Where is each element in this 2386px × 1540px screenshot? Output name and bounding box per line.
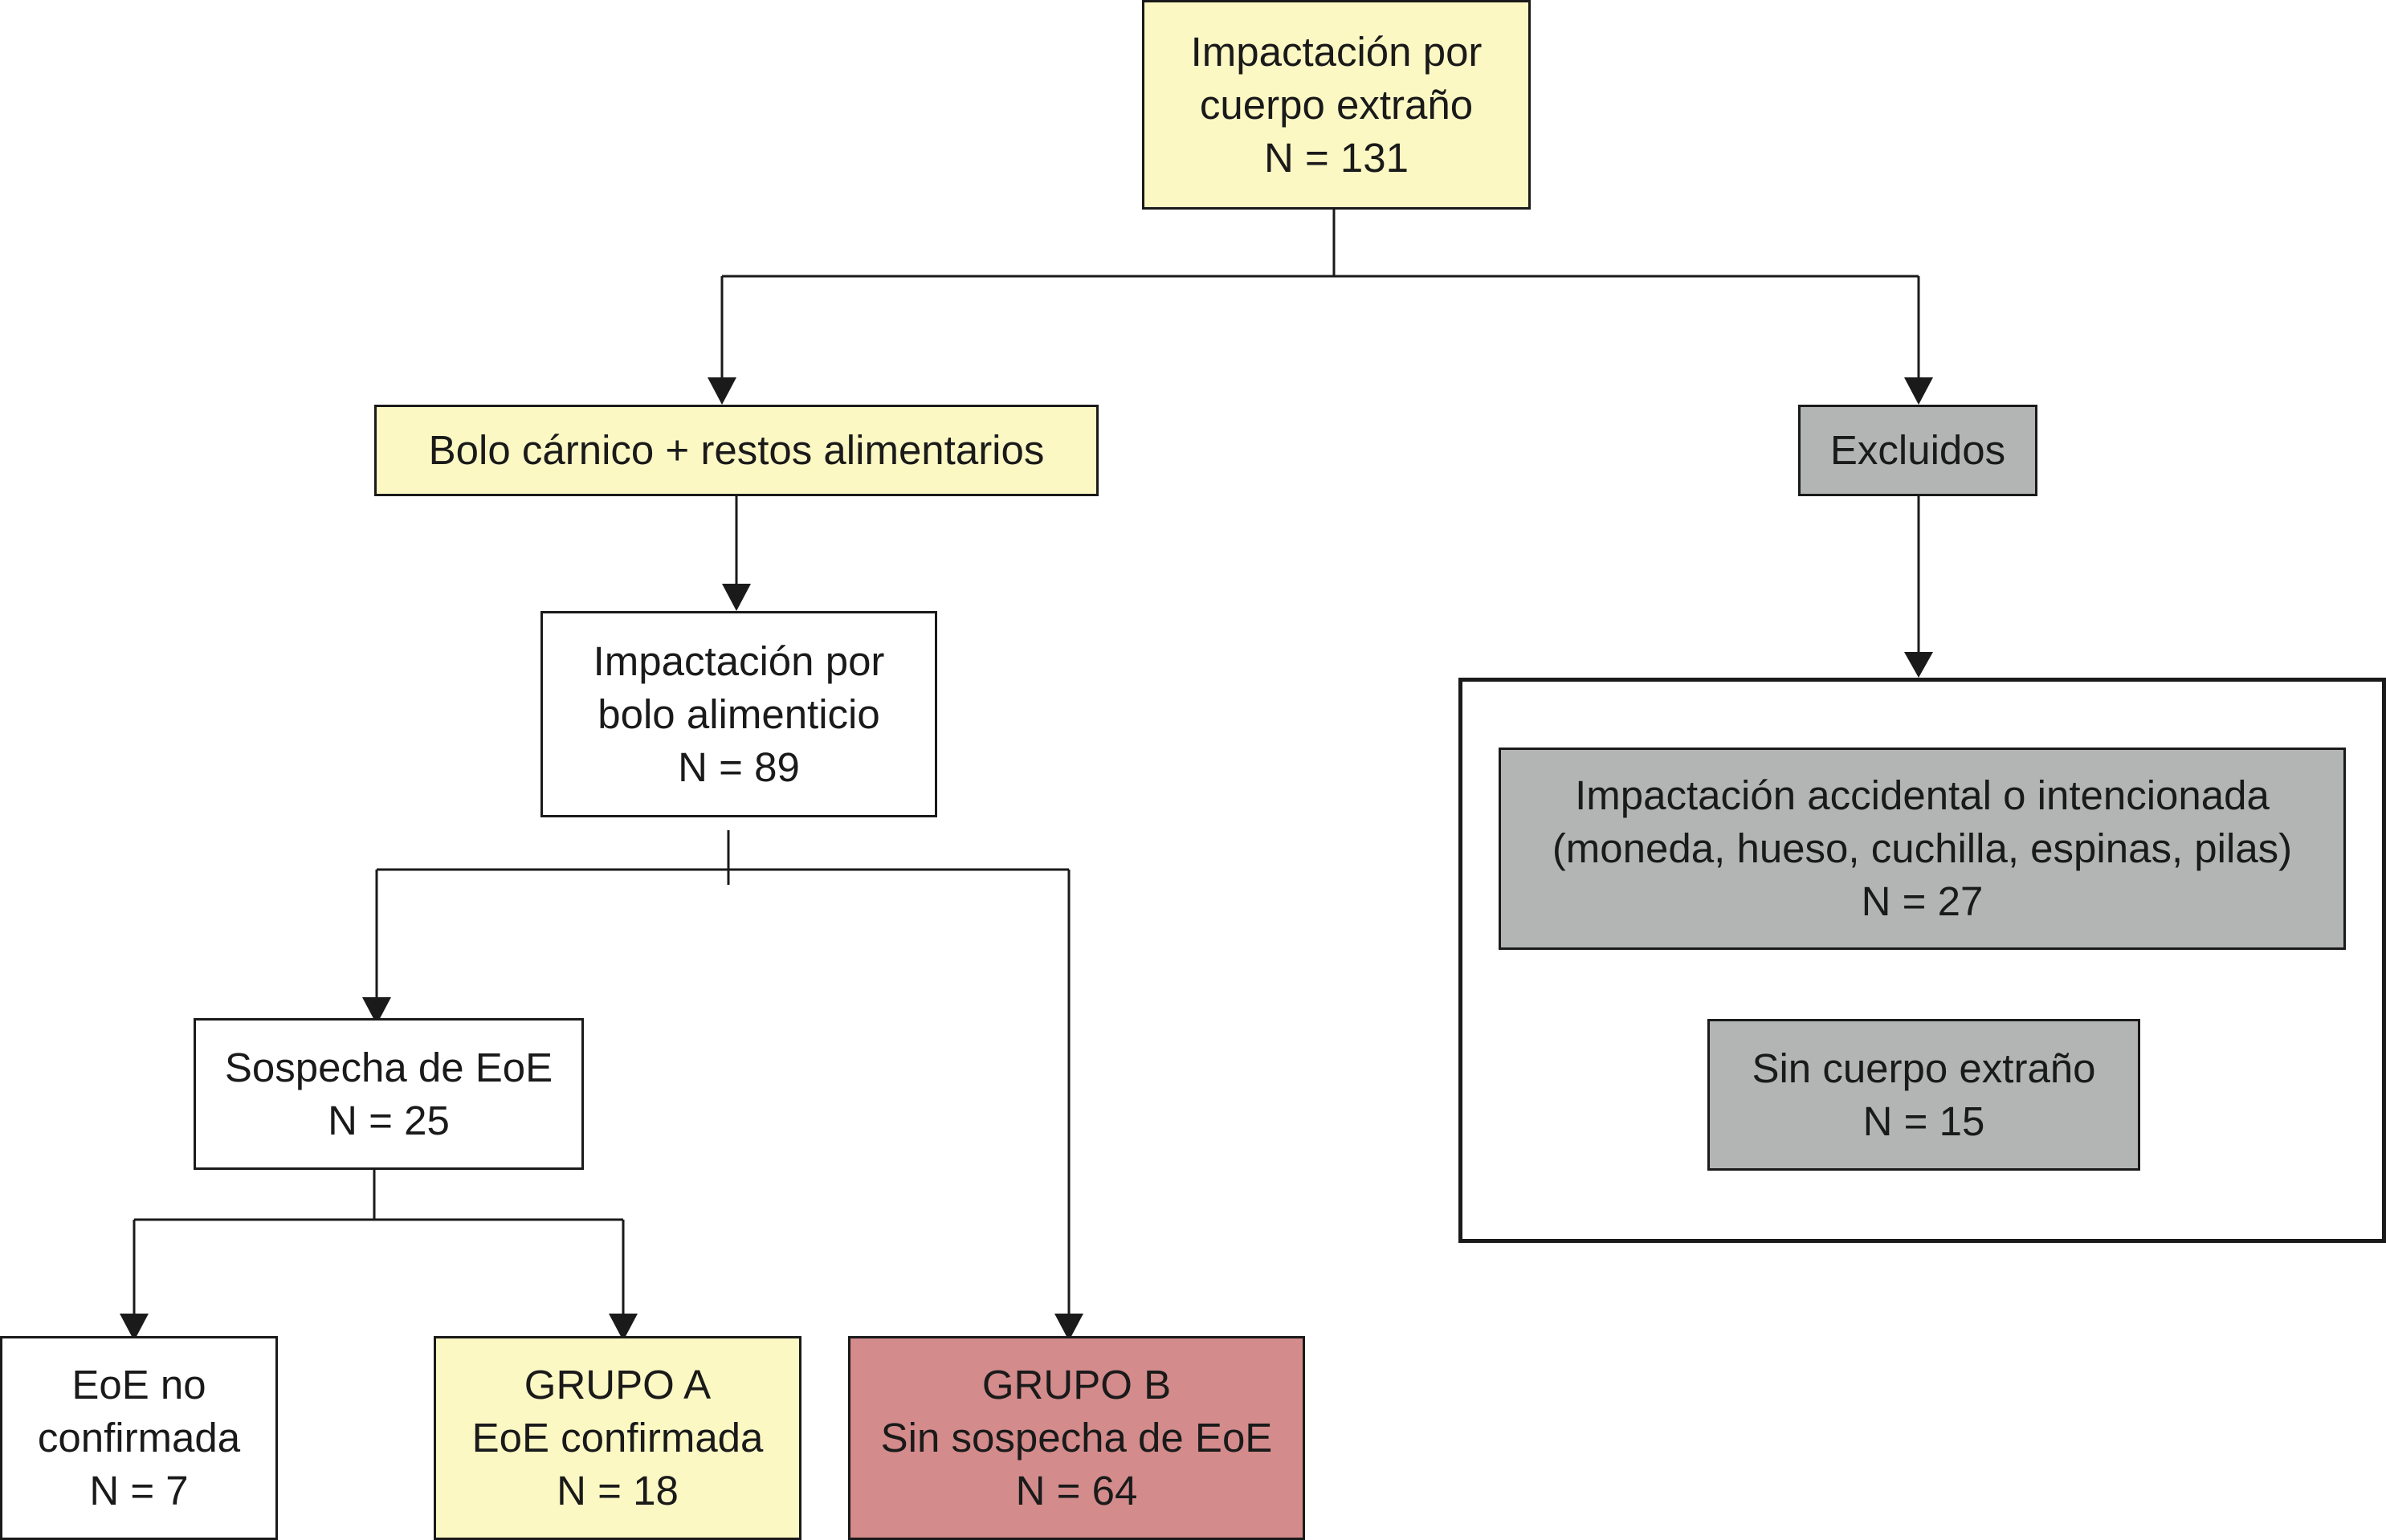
bolo-carnico-line-1: Bolo cárnico + restos alimentarios	[428, 427, 1045, 473]
impactacion-bolo-line-2: bolo alimenticio	[598, 691, 880, 737]
bolo-carnico-node: Bolo cárnico + restos alimentarios	[374, 405, 1099, 496]
grupo-a-line-1: GRUPO A	[524, 1362, 712, 1408]
sin-cuerpo-line-2: N = 15	[1862, 1098, 1985, 1144]
eoe-no-confirmada-line-3: N = 7	[89, 1468, 189, 1514]
grupo-a-node: GRUPO A EoE confirmada N = 18	[434, 1336, 801, 1540]
grupo-b-node: GRUPO B Sin sospecha de EoE N = 64	[848, 1336, 1305, 1540]
eoe-no-confirmada-line-2: confirmada	[37, 1415, 241, 1461]
grupo-b-line-3: N = 64	[1015, 1468, 1138, 1514]
grupo-a-line-2: EoE confirmada	[471, 1415, 764, 1461]
excluidos-node: Excluidos	[1798, 405, 2037, 496]
sin-cuerpo-node: Sin cuerpo extraño N = 15	[1707, 1019, 2140, 1171]
grupo-b-line-2: Sin sospecha de EoE	[880, 1415, 1273, 1461]
arrowhead-sospecha	[362, 997, 391, 1025]
root-node: Impactación por cuerpo extraño N = 131	[1142, 0, 1531, 210]
sin-cuerpo-line-1: Sin cuerpo extraño	[1752, 1045, 2096, 1091]
impactacion-bolo-node: Impactación por bolo alimenticio N = 89	[540, 611, 937, 817]
accidental-node: Impactación accidental o intencionada (m…	[1499, 748, 2346, 950]
impactacion-bolo-line-1: Impactación por	[593, 638, 885, 684]
grupo-b-line-1: GRUPO B	[981, 1362, 1172, 1408]
root-line-2: cuerpo extraño	[1199, 81, 1474, 128]
arrowhead-impactacion-bolo	[722, 584, 751, 611]
accidental-line-1: Impactación accidental o intencionada	[1575, 772, 2270, 818]
sospecha-line-1: Sospecha de EoE	[224, 1044, 553, 1090]
impactacion-bolo-line-3: N = 89	[678, 744, 800, 790]
accidental-line-2: (moneda, hueso, cuchilla, espinas, pilas…	[1552, 825, 2293, 871]
accidental-line-3: N = 27	[1861, 878, 1984, 924]
sospecha-node: Sospecha de EoE N = 25	[194, 1018, 584, 1170]
eoe-no-confirmada-line-1: EoE no	[71, 1362, 206, 1408]
arrowhead-excluidos	[1904, 377, 1933, 405]
arrowhead-container	[1904, 652, 1933, 678]
arrowhead-bolo-carnico	[708, 377, 736, 405]
eoe-no-confirmada-node: EoE no confirmada N = 7	[0, 1336, 278, 1540]
root-line-3: N = 131	[1263, 134, 1409, 181]
arrowhead-grupo-b	[1054, 1314, 1083, 1341]
sospecha-line-2: N = 25	[328, 1097, 450, 1143]
root-line-1: Impactación por	[1190, 28, 1483, 75]
grupo-a-line-3: N = 18	[557, 1468, 679, 1514]
arrowhead-grupo-a	[609, 1314, 638, 1341]
arrowhead-eoe-no	[120, 1314, 149, 1341]
excluidos-line-1: Excluidos	[1829, 427, 2006, 473]
